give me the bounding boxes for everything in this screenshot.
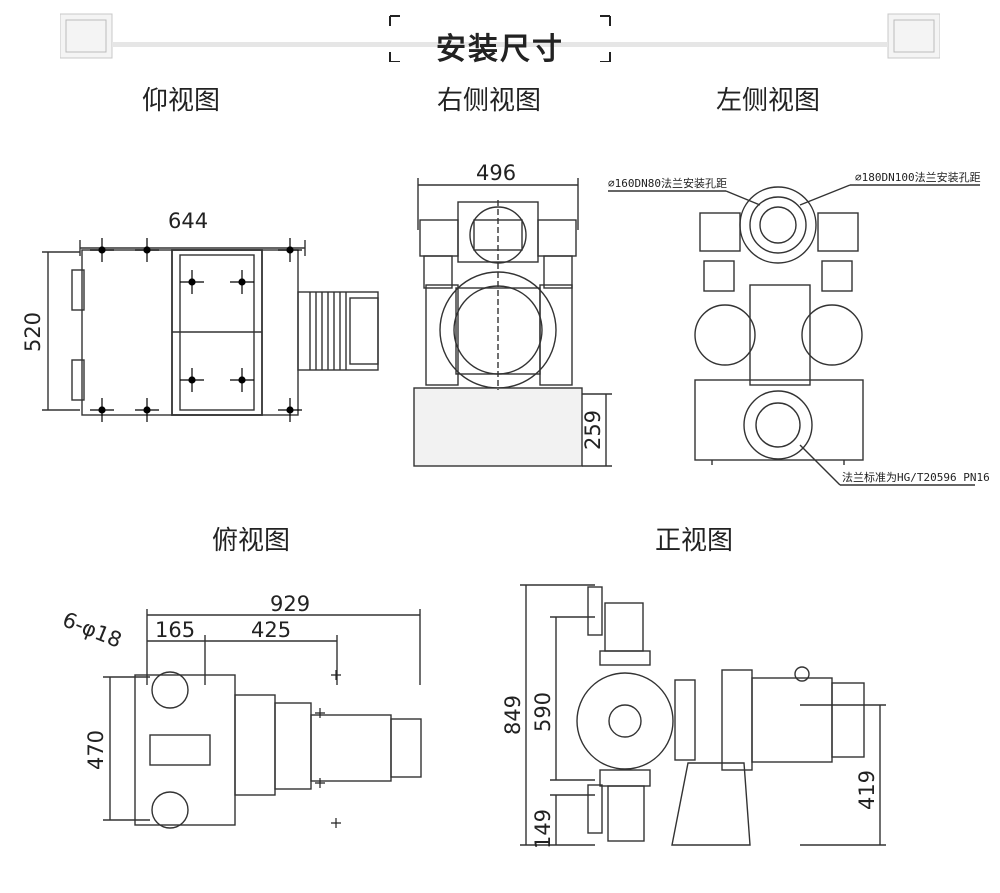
dim-top-depth: 470 <box>84 730 108 770</box>
dim-front-height: 849 <box>501 695 525 735</box>
label-right-view: 右侧视图 <box>437 86 542 116</box>
front-view-drawing: 849 590 149 419 <box>501 584 886 849</box>
dim-top-a: 165 <box>155 618 195 642</box>
dim-front-mid: 590 <box>531 692 555 732</box>
dim-front-low: 149 <box>531 809 555 849</box>
page-title: 安装尺寸 <box>436 32 564 67</box>
note-flange-standard: 法兰标准为HG/T20596 PN16 <box>842 470 990 484</box>
label-bottom-view: 仰视图 <box>142 86 221 116</box>
dim-right-base: 259 <box>581 410 605 450</box>
dim-bottom-width: 644 <box>168 209 208 233</box>
header-decoration <box>60 13 940 62</box>
label-front-view: 正视图 <box>655 526 734 556</box>
label-left-view: 左侧视图 <box>716 86 821 116</box>
note-flange-large: ⌀180DN100法兰安装孔距 <box>855 170 981 184</box>
note-flange-small: ⌀160DN80法兰安装孔距 <box>608 176 727 190</box>
left-view-drawing: ⌀160DN80法兰安装孔距 ⌀180DN100法兰安装孔距 法兰标准为HG/T… <box>608 170 990 486</box>
label-top-view: 俯视图 <box>212 526 291 556</box>
section-header: 安装尺寸 <box>60 10 940 67</box>
right-view-drawing: 496 259 <box>413 161 612 467</box>
top-view-drawing: 929 165 425 6-φ18 470 <box>59 595 422 829</box>
dim-right-width: 496 <box>476 161 516 185</box>
dim-top-total: 929 <box>270 595 310 616</box>
dim-front-motor: 419 <box>855 770 879 810</box>
dim-top-b: 425 <box>251 618 291 642</box>
dim-top-holes: 6-φ18 <box>59 607 125 652</box>
bottom-view-drawing: 644 520 <box>21 209 379 422</box>
dim-bottom-height: 520 <box>21 312 45 352</box>
